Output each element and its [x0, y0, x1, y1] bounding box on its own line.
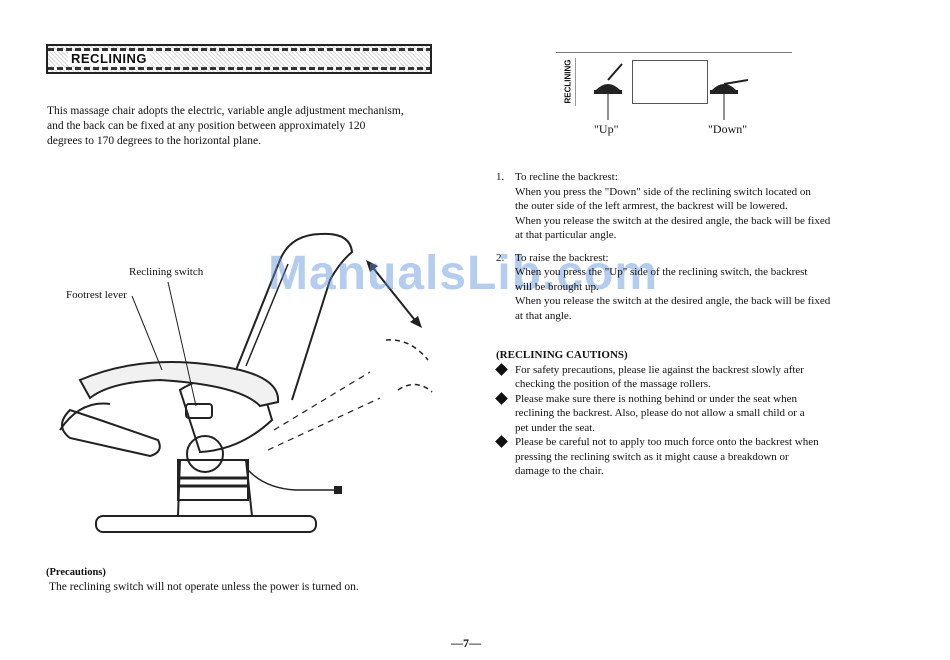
caution-item: Please be careful not to apply too much …	[495, 435, 896, 479]
caution-line: pressing the reclining switch as it migh…	[515, 450, 789, 463]
cautions-section: (RECLINING CAUTIONS) For safety precauti…	[495, 348, 896, 479]
chair-armrest	[78, 361, 280, 408]
intro-line: and the back can be fixed at any positio…	[47, 120, 366, 132]
precautions-title: (Precautions)	[46, 567, 106, 578]
caution-item: For safety precautions, please lie again…	[495, 362, 896, 392]
heading-border-bottom	[48, 67, 430, 70]
step-item: 2. To raise the backrest: When you press…	[496, 251, 896, 324]
precautions-text: The reclining switch will not operate un…	[49, 581, 359, 593]
intro-line: degrees to 170 degrees to the horizontal…	[47, 135, 261, 147]
step-line: To raise the backrest:	[515, 251, 609, 264]
chair-footrest	[61, 408, 161, 458]
step-line: When you press the "Up" side of the recl…	[515, 266, 808, 278]
steps-list: 1. To recline the backrest: When you pre…	[496, 170, 896, 331]
step-line: When you press the "Down" side of the re…	[515, 185, 811, 198]
step-line: When you release the switch at the desir…	[515, 295, 831, 307]
caution-line: Please be careful not to apply too much …	[515, 436, 819, 448]
chair-column	[177, 459, 249, 501]
intro-line: This massage chair adopts the electric, …	[47, 105, 404, 117]
chair-backrest	[235, 232, 354, 401]
chair-illustration	[59, 232, 433, 533]
caution-line: pet under the seat.	[515, 421, 596, 434]
step-line: will be brought up.	[515, 280, 599, 293]
step-number: 1.	[496, 171, 505, 183]
diamond-bullet-icon	[495, 362, 508, 376]
caution-line: Please make sure there is nothing behind…	[515, 392, 797, 405]
intro-paragraph: This massage chair adopts the electric, …	[47, 104, 447, 149]
caution-item: Please make sure there is nothing behind…	[495, 391, 896, 436]
step-line: To recline the backrest:	[515, 171, 618, 183]
up-switch-icon	[594, 63, 623, 120]
step-item: 1. To recline the backrest: When you pre…	[496, 170, 896, 243]
step-number: 2.	[496, 251, 505, 264]
step-line: at that particular angle.	[515, 229, 617, 241]
reclining-switch-graphic	[185, 403, 213, 419]
caution-line: For safety precautions, please lie again…	[515, 363, 804, 376]
caution-line: damage to the chair.	[515, 465, 604, 477]
cautions-title: (RECLINING CAUTIONS)	[496, 349, 628, 361]
diamond-bullet-icon	[495, 391, 508, 405]
reclining-switch-label: Reclining switch	[129, 266, 204, 278]
diamond-bullet-icon	[495, 435, 508, 448]
step-line: When you release the switch at the desir…	[515, 214, 831, 227]
switch-vertical-label: RECLINING	[563, 59, 573, 104]
heading-title: RECLINING	[68, 51, 150, 66]
switch-panel	[556, 52, 792, 109]
switch-display-rect	[632, 60, 708, 104]
switch-vertical-label-box: RECLINING	[561, 58, 576, 106]
section-heading: RECLINING	[46, 44, 432, 74]
down-switch-icon	[710, 79, 749, 120]
chair-base-plate	[95, 515, 317, 533]
caution-line: checking the position of the massage rol…	[515, 378, 711, 390]
page-number: —7—	[451, 636, 481, 650]
step-line: at that angle.	[515, 309, 572, 322]
caution-line: reclining the backrest. Also, please do …	[515, 407, 805, 419]
chair-roller-circle	[186, 435, 224, 473]
watermark: ManualsLib.com	[268, 247, 659, 300]
heading-border-top	[48, 48, 430, 51]
up-label: "Up"	[594, 122, 619, 136]
footrest-lever-label: Footrest lever	[66, 289, 127, 301]
arrow-down-icon	[410, 316, 422, 328]
down-label: "Down"	[708, 122, 748, 136]
step-line: the outer side of the left armrest, the …	[515, 200, 788, 212]
switch-glyphs	[594, 63, 749, 120]
arrow-up-icon	[366, 260, 378, 272]
